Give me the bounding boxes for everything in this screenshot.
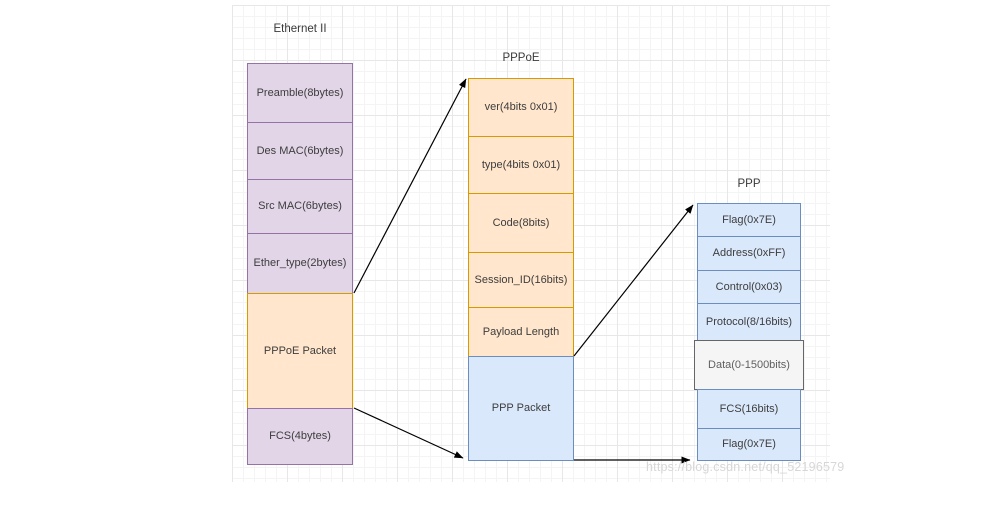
ethernet-column-title: Ethernet II	[273, 23, 327, 35]
segment-session-id: Session_ID(16bits)	[468, 252, 574, 308]
segment-address: Address(0xFF)	[697, 236, 801, 271]
segment-ether-type: Ether_type(2bytes)	[247, 233, 353, 294]
segment-ppp-packet: PPP Packet	[468, 356, 574, 461]
segment-protocol: Protocol(8/16bits)	[697, 303, 801, 341]
segment-code: Code(8bits)	[468, 193, 574, 253]
segment-des-mac: Des MAC(6bytes)	[247, 122, 353, 180]
segment-fcs-4bytes: FCS(4bytes)	[247, 408, 353, 465]
segment-src-mac: Src MAC(6bytes)	[247, 179, 353, 234]
segment-flag-start: Flag(0x7E)	[697, 203, 801, 237]
segment-preamble: Preamble(8bytes)	[247, 63, 353, 123]
segment-data: Data(0-1500bits)	[694, 340, 804, 390]
ppp-column-title: PPP	[737, 178, 761, 190]
watermark-url: https://blog.csdn.net/qq_52196579	[646, 460, 845, 474]
segment-flag-end: Flag(0x7E)	[697, 428, 801, 461]
pppoe-column-title: PPPoE	[502, 52, 540, 64]
segment-pppoe-packet: PPPoE Packet	[247, 293, 353, 409]
segment-fcs-16bits: FCS(16bits)	[697, 389, 801, 429]
segment-ver: ver(4bits 0x01)	[468, 78, 574, 137]
segment-control: Control(0x03)	[697, 270, 801, 304]
segment-payload-length: Payload Length	[468, 307, 574, 357]
segment-type: type(4bits 0x01)	[468, 136, 574, 194]
